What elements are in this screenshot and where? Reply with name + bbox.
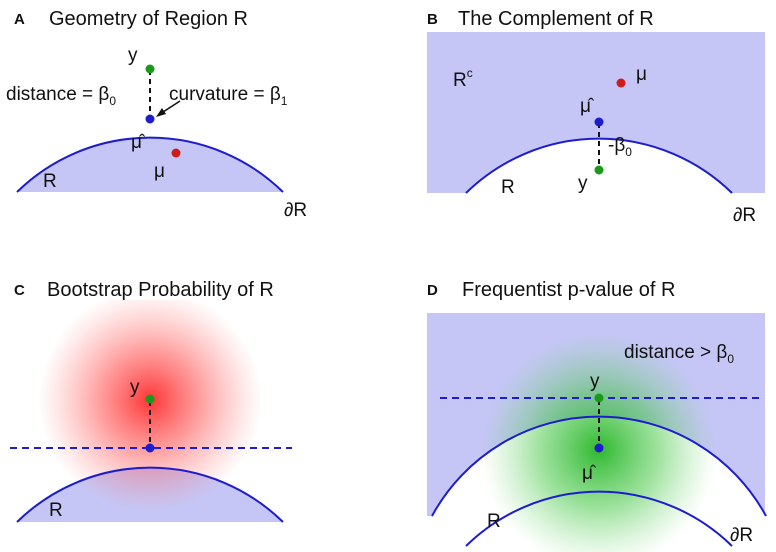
label-y: y bbox=[130, 377, 140, 398]
label-y: y bbox=[590, 371, 600, 392]
point-y bbox=[594, 165, 604, 175]
point-y bbox=[145, 394, 155, 404]
panel-c-letter: C bbox=[14, 282, 25, 299]
panel-b: B The Complement of R Rc μ μ̂ -β0 y R ∂R bbox=[427, 8, 765, 226]
point-muhat bbox=[594, 443, 604, 453]
label-neg-beta: -β0 bbox=[608, 135, 632, 159]
panel-c: C Bootstrap Probability of R y R bbox=[10, 279, 292, 523]
panel-b-letter: B bbox=[427, 11, 438, 28]
label-curvature: curvature = β1 bbox=[169, 84, 288, 108]
panel-a: A Geometry of Region R y distance = β0 c… bbox=[6, 8, 307, 221]
label-complement: Rc bbox=[453, 66, 473, 91]
boundary-arc bbox=[16, 136, 284, 193]
panel-a-letter: A bbox=[14, 11, 25, 28]
boundary-arc bbox=[16, 466, 284, 523]
point-mu bbox=[171, 148, 181, 158]
label-boundary: ∂R bbox=[733, 205, 756, 226]
point-y bbox=[594, 393, 604, 403]
outer-boundary-arc bbox=[431, 415, 767, 517]
label-region: R bbox=[501, 177, 515, 198]
frequentist-glow bbox=[481, 332, 717, 552]
boundary-arc bbox=[465, 490, 733, 547]
point-mu bbox=[616, 78, 626, 88]
label-y: y bbox=[578, 173, 588, 194]
label-y: y bbox=[128, 45, 138, 66]
panel-b-title: The Complement of R bbox=[458, 8, 654, 30]
label-boundary: ∂R bbox=[730, 525, 753, 546]
panel-c-title: Bootstrap Probability of R bbox=[47, 279, 274, 301]
point-muhat bbox=[594, 117, 604, 127]
panel-d: D Frequentist p-value of R distance > β0… bbox=[427, 279, 767, 552]
label-region: R bbox=[43, 171, 57, 192]
panel-d-title: Frequentist p-value of R bbox=[462, 279, 675, 301]
panel-d-letter: D bbox=[427, 282, 438, 299]
label-boundary: ∂R bbox=[284, 200, 307, 221]
point-muhat bbox=[145, 443, 155, 453]
label-mu: μ bbox=[636, 64, 647, 85]
panel-a-title: Geometry of Region R bbox=[49, 8, 248, 30]
complement-fill bbox=[427, 32, 765, 193]
point-y bbox=[145, 64, 155, 74]
label-region: R bbox=[487, 511, 501, 532]
curvature-arrowhead bbox=[156, 108, 166, 117]
label-distance: distance > β0 bbox=[624, 342, 734, 366]
label-mu: μ bbox=[154, 161, 165, 182]
label-region: R bbox=[49, 500, 63, 521]
label-distance: distance = β0 bbox=[6, 84, 116, 108]
region-r-fill bbox=[17, 137, 283, 192]
boundary-arc bbox=[465, 137, 733, 194]
point-muhat bbox=[145, 114, 155, 124]
